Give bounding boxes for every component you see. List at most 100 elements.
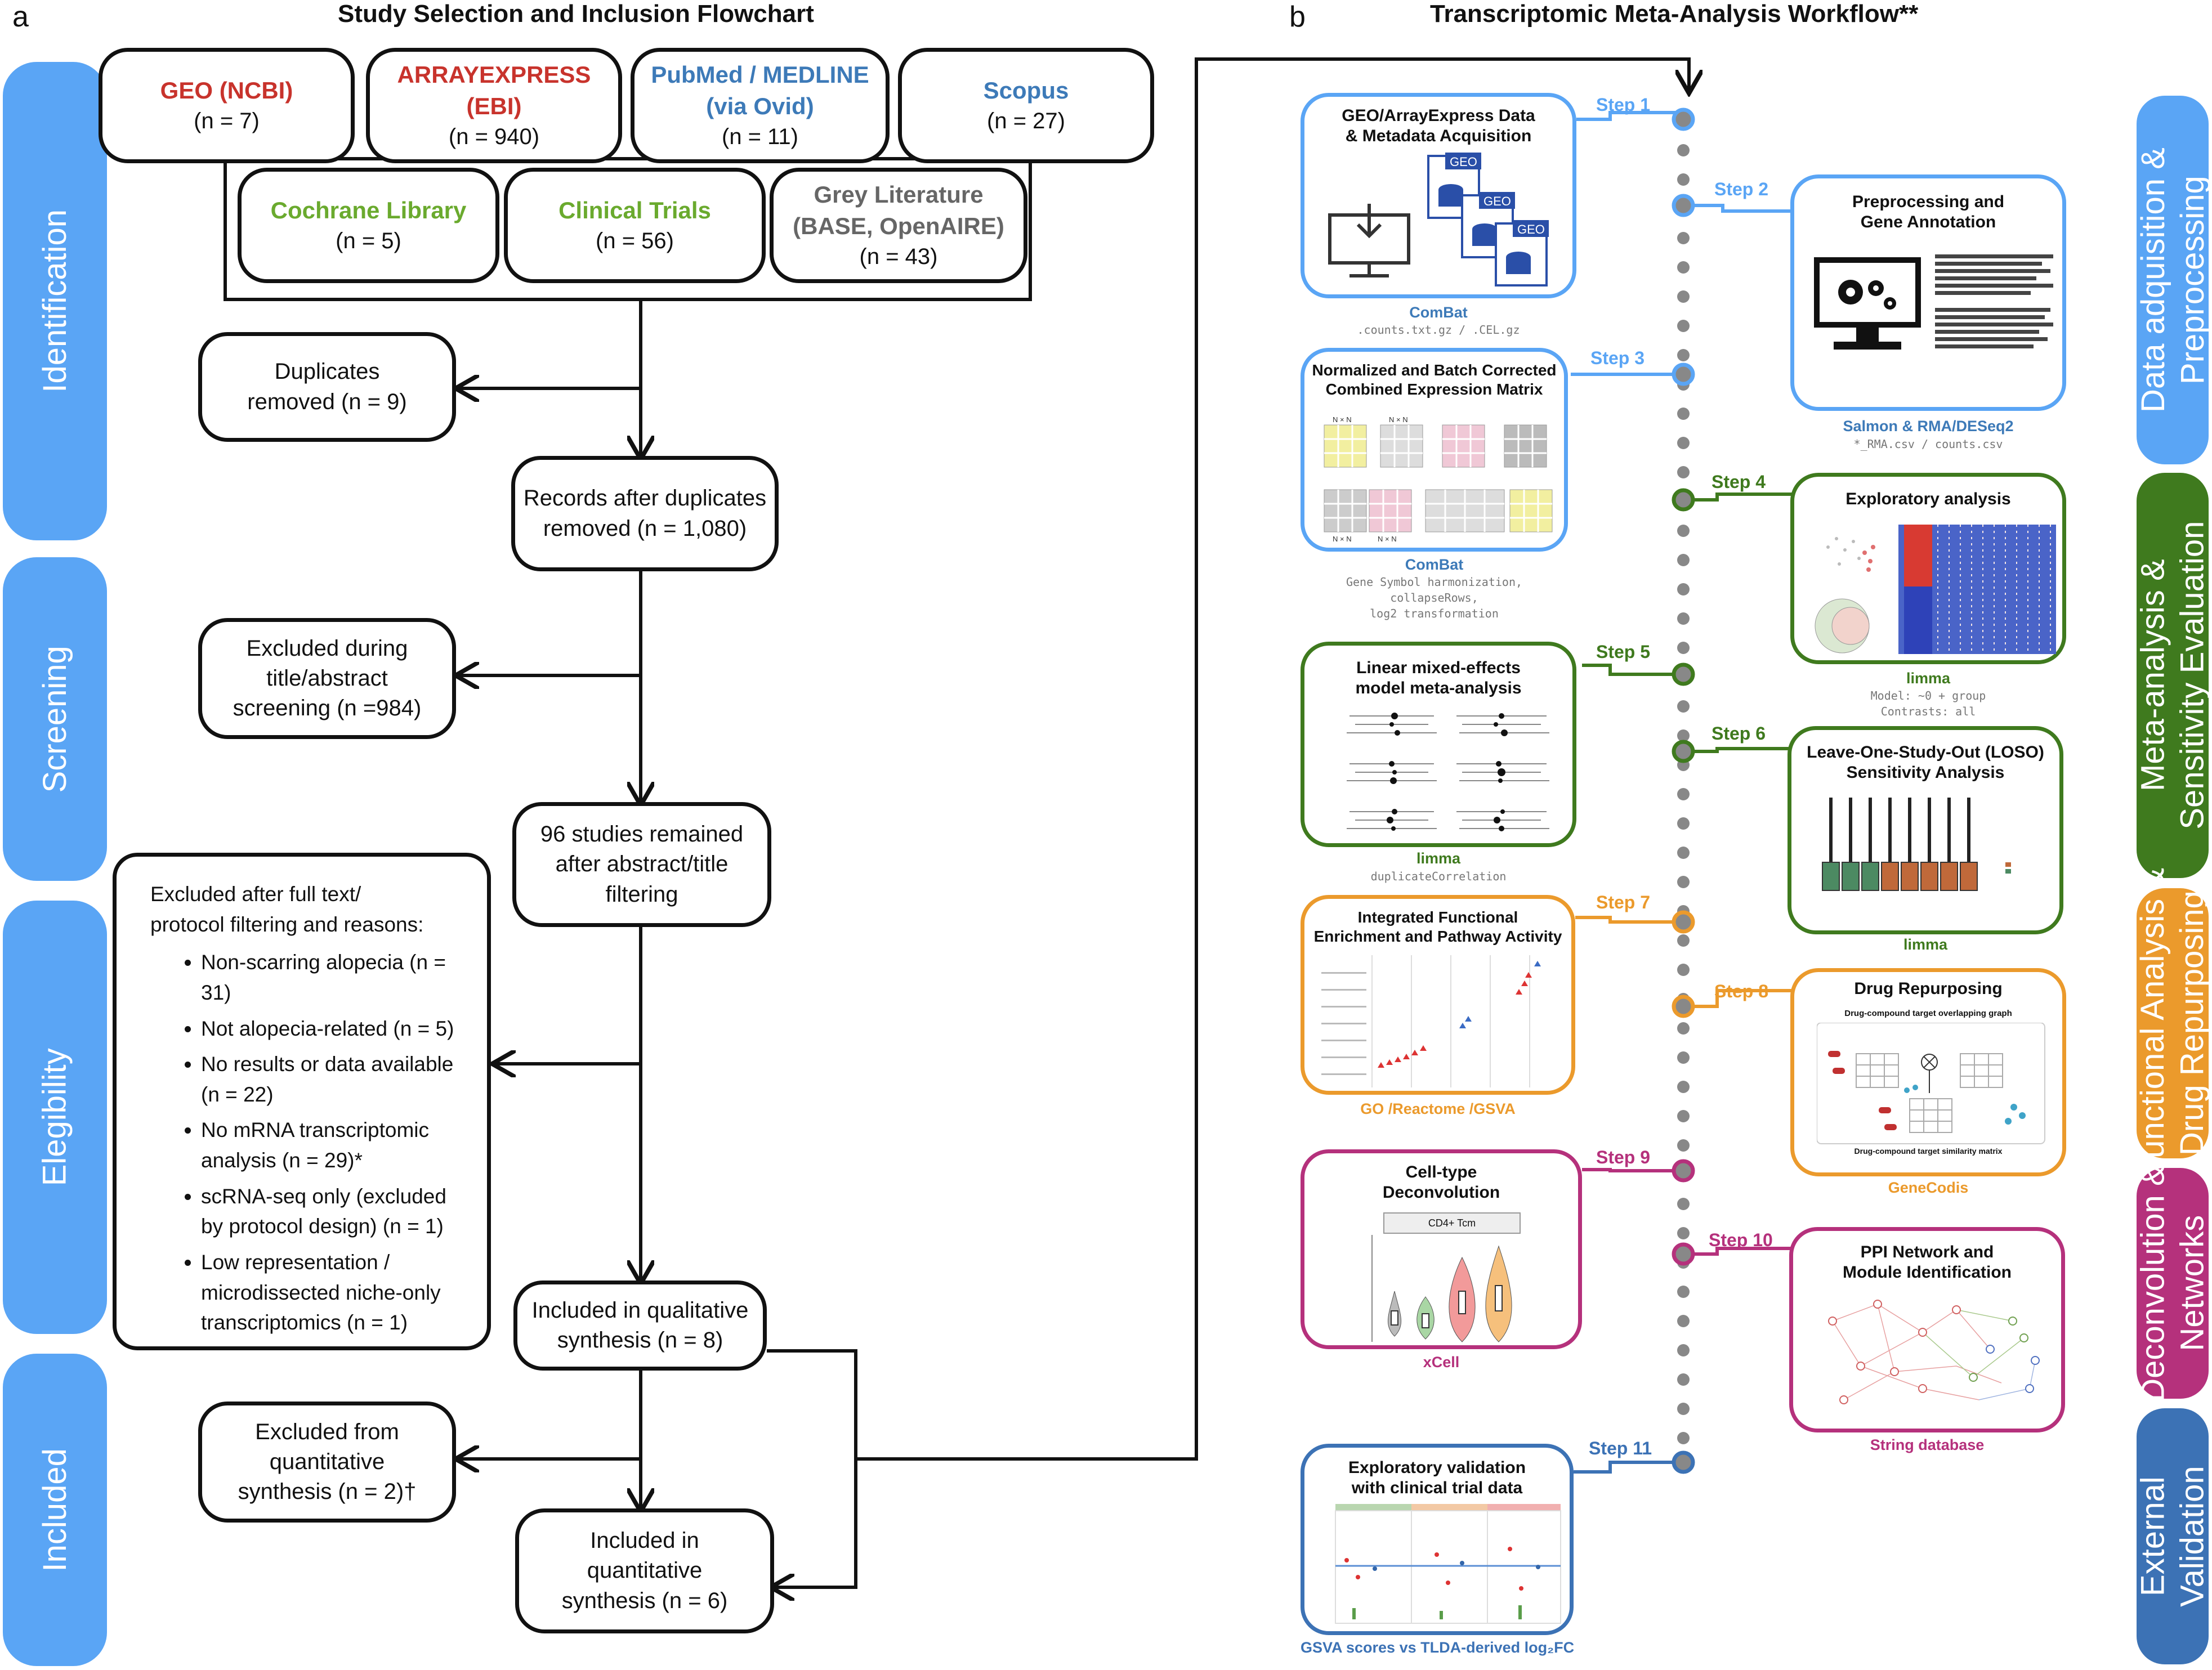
excluded-quant-line3: synthesis (n = 2)† [238, 1479, 417, 1505]
source-pubmed-count: (n = 11) [722, 124, 798, 149]
step-3-label: Step 3 [1590, 348, 1645, 368]
stage-eligibility: Elegibility [3, 901, 107, 1334]
step-2-tool: Salmon & RMA/DESeq2 [1843, 418, 2014, 435]
download-monitor-icon [1328, 204, 1410, 277]
step-4-card: Exploratory analysis [1790, 473, 2066, 664]
step-5-label: Step 5 [1596, 642, 1651, 662]
excluded-full-text-box: Excluded after full text/ protocol filte… [113, 853, 491, 1350]
excluded-title-box: Excluded during title/abstract screening… [198, 618, 456, 739]
forest-plot-thumbnails [1347, 713, 1549, 831]
source-cochrane: Cochrane Library (n = 5) [238, 168, 499, 283]
excluded-reason: No results or data available (n = 22) [201, 1049, 470, 1109]
excluded-full-header-1: Excluded after full text/ [150, 883, 361, 906]
excluded-reasons-list: Non-scarring alopecia (n = 31) Not alope… [150, 947, 470, 1338]
drug-graph-caption: Drug-compound target overlapping graph [1844, 1009, 2012, 1018]
phase-data-acquisition: Data adquisition &Preprocessing [2134, 96, 2210, 464]
source-cochrane-count: (n = 5) [336, 228, 401, 253]
step-8-label: Step 8 [1714, 981, 1769, 1001]
step-7-label: Step 7 [1596, 892, 1651, 912]
source-grey-literature: Grey Literature (BASE, OpenAIRE) (n = 43… [770, 168, 1027, 283]
gear-monitor-icon [1814, 257, 1921, 350]
enrichment-plot-thumbnail [1321, 955, 1541, 1087]
remained-box: 96 studies remained after abstract/title… [512, 802, 771, 927]
step-8-title: Drug Repurposing [1854, 979, 2003, 998]
quantitative-line2: quantitative [587, 1558, 703, 1583]
panel-a-title: Study Selection and Inclusion Flowchart [338, 0, 814, 28]
ppi-network-thumbnail [1828, 1300, 2040, 1404]
step-8-card: Drug Repurposing Drug-compound target ov… [1790, 968, 2066, 1176]
remained-line1: 96 studies remained [540, 822, 744, 847]
phase-deconvolution: Deconvolution &Networks [2134, 1165, 2210, 1402]
loso-boxplot-thumbnail [1822, 798, 2011, 891]
excluded-reason: Low representation / microdissected nich… [201, 1247, 470, 1338]
excluded-quant-line2: quantitative [269, 1449, 385, 1474]
after-duplicates-box: Records after duplicates removed (n = 1,… [511, 456, 779, 571]
exploratory-plots-thumbnail [1815, 525, 2056, 654]
step-3-tool: ComBat [1405, 556, 1464, 573]
remained-line2: after abstract/title [555, 852, 729, 877]
step-4-title: Exploratory analysis [1845, 490, 2011, 508]
step-1-card: GEO/ArrayExpress Data& Metadata Acquisit… [1301, 93, 1576, 298]
step-10-tool: String database [1870, 1436, 1985, 1453]
step-1-title: GEO/ArrayExpress Data& Metadata Acquisit… [1342, 106, 1535, 145]
geo-tag: GEO [1483, 194, 1511, 208]
source-geo: GEO (NCBI) (n = 7) [99, 48, 355, 163]
matrix-label: N × N [1333, 417, 1352, 424]
geo-tag: GEO [1450, 155, 1477, 169]
annotation-text-lines [1935, 254, 2053, 348]
step-1-tool: ComBat [1409, 304, 1468, 321]
duplicates-line1: Duplicates [274, 359, 380, 384]
panel-a-letter: a [12, 1, 29, 33]
quantitative-line1: Included in [590, 1528, 699, 1553]
step-6-tool: limma [1903, 936, 1948, 953]
step-5-code: duplicateCorrelation [1370, 870, 1507, 883]
source-scopus: Scopus (n = 27) [898, 48, 1154, 163]
step-4-label: Step 4 [1711, 472, 1766, 492]
source-pubmed-name2: (via Ovid) [706, 92, 814, 119]
step-9-label: Step 9 [1596, 1147, 1651, 1167]
excluded-quant-line1: Excluded from [255, 1419, 399, 1444]
source-grey-name2: (BASE, OpenAIRE) [793, 212, 1004, 239]
excluded-reason: Not alopecia-related (n = 5) [201, 1014, 470, 1044]
qualitative-line1: Included in qualitative [531, 1297, 749, 1323]
drug-matrix-caption: Drug-compound target similarity matrix [1854, 1147, 2003, 1156]
violin-title: CD4+ Tcm [1383, 1212, 1521, 1234]
step-5-tool: limma [1416, 850, 1461, 867]
after-duplicates-line1: Records after duplicates [523, 486, 767, 511]
excluded-title-line3: screening (n =984) [233, 696, 422, 721]
drug-repurposing-thumbnail [1817, 1023, 2045, 1144]
phase-meta-analysis: Meta-analysis &Sensitivity Evaluation [2134, 473, 2210, 878]
quantitative-line3: synthesis (n = 6) [561, 1588, 728, 1613]
step-8-tool: GeneCodis [1888, 1179, 1969, 1196]
matrix-label: N × N [1389, 417, 1408, 424]
source-scopus-name: Scopus [983, 77, 1069, 104]
panel-b-title: Transcriptomic Meta-Analysis Workflow** [1430, 0, 1919, 28]
source-pubmed: PubMed / MEDLINE (via Ovid) (n = 11) [631, 48, 890, 163]
stage-identification: Identification [3, 62, 107, 540]
panel-b-letter: b [1289, 1, 1306, 33]
geo-tag: GEO [1517, 222, 1545, 236]
excluded-reason: scRNA-seq only (excluded by protocol des… [201, 1181, 470, 1242]
source-clinical-trials-name: Clinical Trials [558, 196, 711, 223]
excluded-title-line1: Excluded during [246, 635, 408, 661]
matrix-label: N × N [1333, 535, 1352, 543]
phase-functional-analysis: Functional Analysis &Drug Repurposing [2134, 868, 2210, 1178]
source-grey-count: (n = 43) [859, 244, 938, 269]
expression-matrix-thumbnails: N × N N × N N × N N × N [1324, 417, 1553, 543]
source-cochrane-name: Cochrane Library [270, 196, 467, 223]
duplicates-line2: removed (n = 9) [247, 389, 407, 414]
step-11-tool: GSVA scores vs TLDA-derived log₂FC [1301, 1639, 1575, 1656]
